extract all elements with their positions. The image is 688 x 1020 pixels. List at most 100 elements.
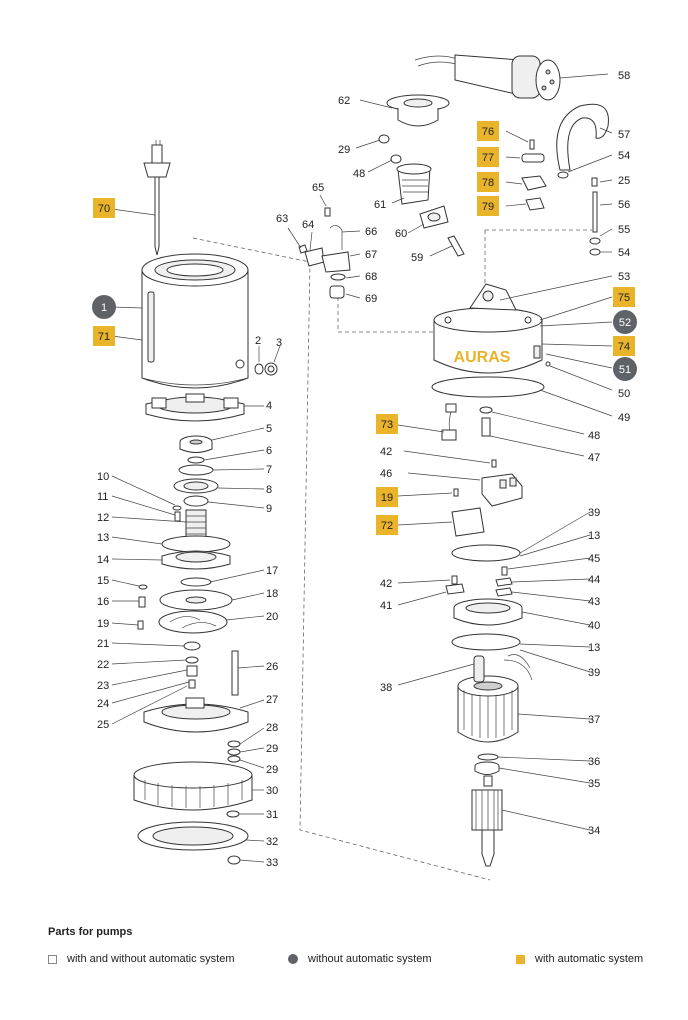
callout-54-top: 54	[618, 150, 630, 162]
part-37-38-stator	[457, 654, 533, 743]
part-50-small-screw	[545, 361, 551, 367]
part-41-45-small-parts	[445, 566, 513, 597]
callout-66: 66	[365, 226, 377, 238]
part-61-inlet	[396, 163, 432, 205]
legend-label-without: without automatic system	[308, 953, 432, 965]
part-17-o-ring	[180, 577, 212, 587]
callout-44: 44	[588, 574, 600, 586]
callout-59: 59	[411, 252, 423, 264]
part-20-impeller	[158, 610, 228, 634]
callout-72: 72	[381, 520, 393, 532]
callout-46: 46	[380, 468, 392, 480]
part-6-ring	[187, 456, 205, 464]
part-10-11-screw	[172, 505, 182, 522]
callout-45: 45	[588, 553, 600, 565]
callout-11: 11	[97, 491, 108, 503]
part-18-wear-plate	[159, 589, 233, 611]
part-4-bracket	[145, 393, 245, 422]
legend-title: Parts for pumps	[48, 926, 133, 938]
part-1-pump-housing	[141, 253, 249, 389]
callout-47: 47	[588, 452, 600, 464]
callout-14: 14	[97, 554, 109, 566]
callout-60: 60	[395, 228, 407, 240]
callout-13-left: 13	[97, 532, 109, 544]
tag-77	[477, 147, 499, 167]
callout-13-right: 13	[588, 642, 600, 654]
part-31-nut	[226, 810, 240, 818]
tag-79	[477, 196, 499, 216]
callout-28: 28	[266, 722, 278, 734]
callout-68: 68	[365, 271, 377, 283]
callout-48-mid: 48	[588, 430, 600, 442]
part-7-o-ring	[178, 464, 214, 476]
callout-13-top: 13	[588, 530, 600, 542]
tag-76	[477, 121, 499, 141]
part-14-cover	[161, 550, 231, 570]
callout-10: 10	[97, 471, 109, 483]
legend-label-with: with automatic system	[535, 953, 644, 965]
callout-1: 1	[101, 302, 107, 314]
callout-42-mid: 42	[380, 578, 392, 590]
callout-26: 26	[266, 661, 278, 673]
part-57-handle	[556, 103, 609, 171]
callout-32: 32	[266, 836, 278, 848]
callout-9: 9	[266, 503, 272, 515]
outline-square-icon	[48, 954, 57, 964]
part-2-3-plug	[254, 362, 278, 376]
part-8-seal	[173, 478, 219, 494]
callout-7: 7	[266, 464, 272, 476]
part-32-base-plate	[137, 821, 249, 851]
callout-35: 35	[588, 778, 600, 790]
callout-36: 36	[588, 756, 600, 768]
legend-item-without: without automatic system	[288, 953, 432, 965]
part-26-stud	[231, 650, 239, 696]
callout-52: 52	[619, 317, 631, 329]
tag-73	[376, 414, 398, 434]
legend-label-both: with and without automatic system	[67, 953, 235, 965]
callout-57: 57	[618, 129, 630, 141]
callout-41: 41	[380, 600, 392, 612]
callout-62: 62	[338, 95, 350, 107]
callout-2: 2	[255, 335, 261, 347]
callout-39-top: 39	[588, 507, 600, 519]
callout-48-top: 48	[353, 168, 365, 180]
callout-70: 70	[98, 203, 110, 215]
callout-50: 50	[618, 388, 630, 400]
part-13-o-ring	[161, 535, 231, 553]
part-34-rotor	[471, 775, 503, 867]
callout-55: 55	[618, 224, 630, 236]
callout-40: 40	[588, 620, 600, 632]
callout-79: 79	[482, 201, 494, 213]
part-60-59-flange	[419, 205, 465, 257]
callout-18: 18	[266, 588, 278, 600]
callout-16: 16	[97, 596, 109, 608]
callout-25-bottom: 25	[97, 719, 109, 731]
callout-51: 51	[619, 364, 631, 376]
callout-76: 76	[482, 126, 494, 138]
callout-34: 34	[588, 825, 600, 837]
callout-74: 74	[618, 341, 630, 353]
callout-29-mid: 29	[266, 743, 278, 755]
part-21-to-25-impeller-fixing	[183, 641, 201, 689]
callout-19-gold: 19	[381, 492, 393, 504]
callout-20: 20	[266, 611, 278, 623]
callout-39-bottom: 39	[588, 667, 600, 679]
callout-19-left: 19	[97, 618, 109, 630]
part-27-pump-casing	[143, 697, 249, 733]
callout-43: 43	[588, 596, 600, 608]
legend-item-with: with automatic system	[516, 953, 643, 965]
callout-37: 37	[588, 714, 600, 726]
callout-31: 31	[266, 809, 278, 821]
tag-52	[613, 310, 637, 334]
callout-77: 77	[482, 152, 494, 164]
callout-69: 69	[365, 293, 377, 305]
callout-22: 22	[97, 659, 109, 671]
callout-56: 56	[618, 199, 630, 211]
part-36-ring	[477, 753, 499, 761]
legend: Parts for pumps with and without automat…	[48, 922, 668, 982]
part-54-55-56-tie-rod	[557, 171, 601, 256]
part-29-48-nuts	[378, 134, 402, 164]
part-40-bearing-shield	[453, 598, 523, 626]
tag-78	[477, 172, 499, 192]
